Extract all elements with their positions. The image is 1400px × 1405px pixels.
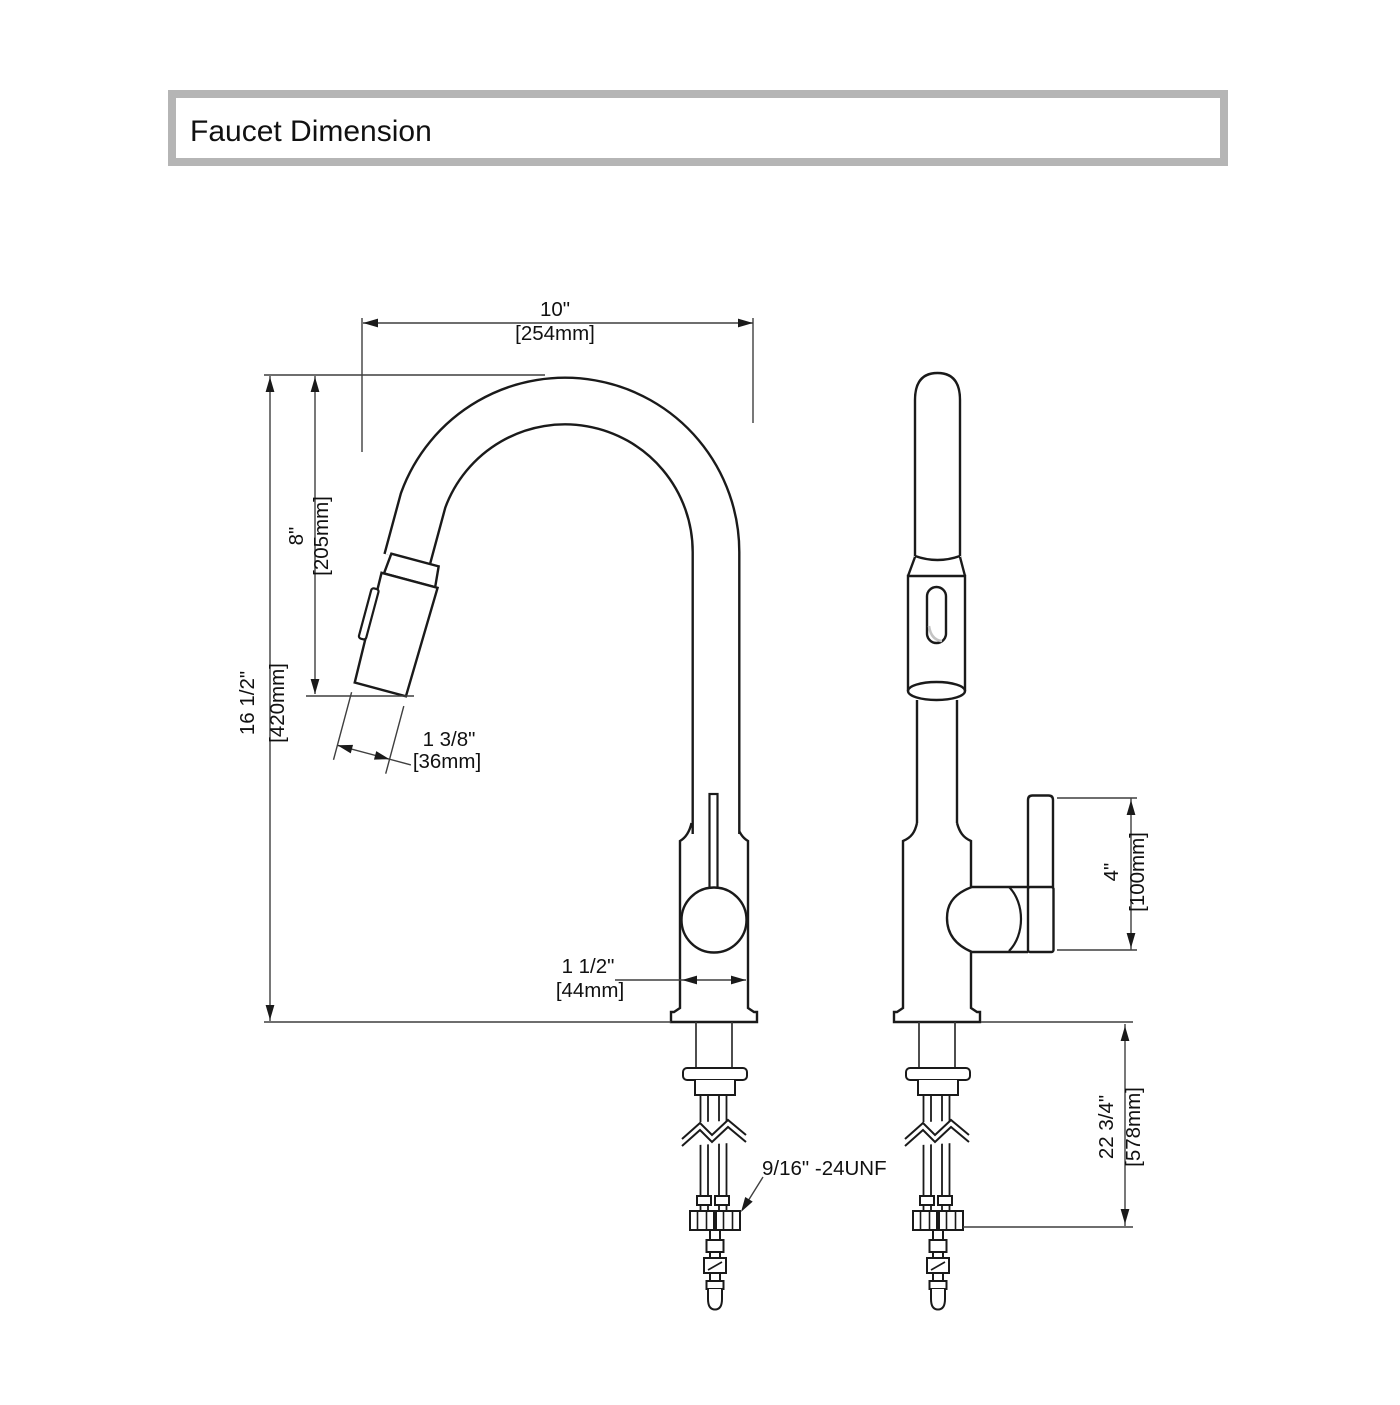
side-spray-head	[906, 574, 967, 691]
label-handle-height-mm: [100mm]	[1126, 832, 1149, 912]
front-tube-ferrule	[714, 1195, 730, 1206]
side-spray-head-bottom	[906, 680, 967, 702]
front-break-symbol	[681, 1118, 747, 1140]
front-hose-tip	[707, 1289, 723, 1311]
label-spout-reach-in: 10"	[540, 298, 570, 321]
side-break-symbol	[904, 1118, 970, 1140]
front-shank	[695, 1022, 733, 1068]
front-handle-lever	[708, 792, 719, 904]
front-handle-ball	[680, 886, 748, 954]
dim-line-overall-height	[264, 376, 671, 1023]
side-hose	[932, 1230, 944, 1240]
front-hex-nut	[689, 1210, 715, 1231]
label-below-deck-mm: [578mm]	[1122, 1087, 1145, 1167]
dimension-labels: 10" [254mm] 8" [205mm] 16 1/2" [420mm] 1…	[236, 298, 1149, 1180]
label-below-deck-in: 22 3/4"	[1095, 1095, 1118, 1159]
side-tube-ferrule	[937, 1195, 953, 1206]
page-title: Faucet Dimension	[190, 115, 432, 148]
title-box: Faucet Dimension	[168, 90, 1228, 166]
label-handle-height-in: 4"	[1100, 863, 1123, 882]
front-hex-nut	[715, 1210, 741, 1231]
front-shank-neck	[694, 1080, 736, 1096]
label-overall-height-in: 16 1/2"	[236, 671, 259, 735]
faucet-front-view	[353, 376, 759, 1311]
faucet-side-view	[892, 371, 1055, 1311]
side-hose-tip	[930, 1289, 946, 1311]
side-hex-nut	[938, 1210, 964, 1231]
front-spray-head	[353, 552, 441, 698]
dim-line-handle-height	[1057, 797, 1137, 951]
label-spout-height-mm: [205mm]	[310, 496, 333, 576]
dim-line-spout-height	[306, 376, 414, 697]
side-spray-button-slot	[925, 585, 948, 645]
dim-line-below-deck	[963, 1021, 1133, 1228]
dimension-lines	[264, 318, 1137, 1228]
front-supply-tubes	[699, 1095, 728, 1211]
side-tube-ferrule	[919, 1195, 935, 1206]
label-spray-head-mm: [36mm]	[413, 750, 481, 773]
side-handle-cone	[945, 885, 1028, 954]
side-shank	[918, 1022, 956, 1068]
label-spout-reach-mm: [254mm]	[515, 322, 595, 345]
spray-head-button	[357, 587, 380, 641]
label-overall-height-mm: [420mm]	[266, 663, 289, 743]
side-under-counter	[904, 1022, 971, 1311]
front-mounting-flange	[682, 1067, 748, 1081]
front-under-counter	[681, 1022, 748, 1311]
front-hose	[709, 1230, 721, 1240]
label-body-diameter-mm: [44mm]	[556, 979, 624, 1002]
label-spout-height-in: 8"	[285, 527, 308, 546]
side-handle-lever	[1026, 794, 1055, 887]
side-body	[892, 822, 982, 1024]
side-supply-tubes	[922, 1095, 951, 1211]
side-handle-flange	[1026, 885, 1055, 954]
label-connection-thread: 9/16" -24UNF	[762, 1157, 887, 1180]
side-hex-nut	[912, 1210, 938, 1231]
side-spout-tube	[913, 371, 962, 561]
label-body-diameter-in: 1 1/2"	[562, 955, 615, 978]
side-spray-collar	[906, 554, 967, 577]
label-spray-head-in: 1 3/8"	[423, 728, 476, 751]
side-shank-neck	[917, 1080, 959, 1096]
side-mounting-flange	[905, 1067, 971, 1081]
front-tube-ferrule	[696, 1195, 712, 1206]
